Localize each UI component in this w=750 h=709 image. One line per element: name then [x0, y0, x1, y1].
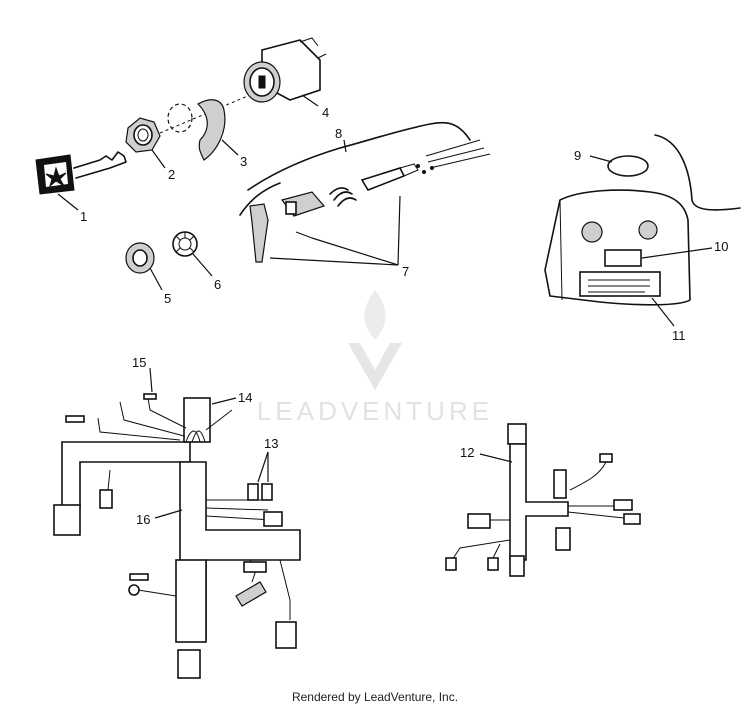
part-lock-washer	[172, 231, 213, 277]
callout-12: 12	[460, 445, 474, 460]
watermark-text: LEADVENTURE	[257, 396, 493, 426]
callouts: 1 2 3 4 5 6 7 8 9 10 11 12 13 14 15 16	[80, 105, 728, 527]
callout-8: 8	[335, 126, 342, 141]
watermark: LEADVENTURE	[257, 290, 493, 426]
callout-4: 4	[322, 105, 329, 120]
callout-16: 16	[136, 512, 150, 527]
part-ignition-switch	[243, 37, 327, 107]
callout-10: 10	[714, 239, 728, 254]
part-bezel	[197, 99, 239, 161]
watermark-flame-icon	[364, 290, 386, 340]
part-secondary-harness	[445, 423, 641, 577]
callout-3: 3	[240, 154, 247, 169]
callout-14: 14	[238, 390, 252, 405]
callout-15: 15	[132, 355, 146, 370]
part-main-harness	[53, 367, 301, 679]
callout-13: 13	[264, 436, 278, 451]
callout-6: 6	[214, 277, 221, 292]
footer-credit: Rendered by LeadVenture, Inc.	[291, 690, 459, 704]
callout-5: 5	[164, 291, 171, 306]
part-console	[544, 134, 741, 327]
part-kill-switch-assembly	[239, 121, 491, 266]
callout-9: 9	[574, 148, 581, 163]
part-nut	[125, 117, 166, 169]
callout-11: 11	[672, 328, 686, 343]
callout-7: 7	[402, 264, 409, 279]
part-key	[35, 151, 127, 211]
part-ring-nut	[125, 242, 163, 291]
callout-2: 2	[168, 167, 175, 182]
callout-1: 1	[80, 209, 87, 224]
watermark-v-icon	[348, 343, 402, 390]
